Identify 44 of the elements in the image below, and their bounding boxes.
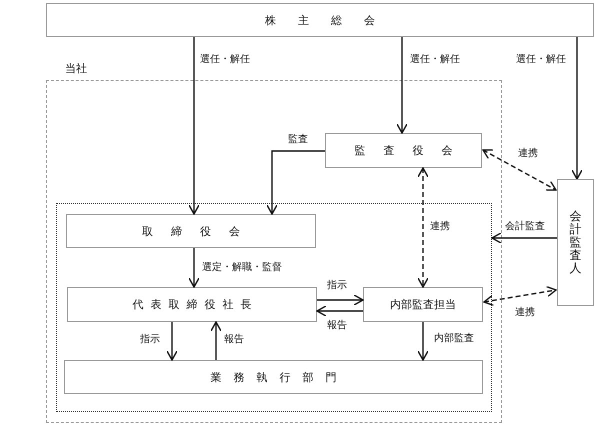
arrow bbox=[491, 232, 557, 244]
edge-label: 選定・解職・監督 bbox=[202, 262, 282, 274]
node-label: 業務執行部門 bbox=[210, 370, 348, 384]
meeting-box bbox=[46, 3, 594, 37]
group-heading: 当社 bbox=[65, 61, 87, 76]
arrow bbox=[316, 305, 363, 317]
dashed-arrow bbox=[483, 286, 557, 306]
node-label: 取締役会 bbox=[142, 224, 258, 238]
edge-label: 連携 bbox=[518, 148, 538, 160]
arrow bbox=[317, 294, 364, 306]
edge-label: 連携 bbox=[515, 307, 535, 319]
president-box bbox=[67, 287, 317, 322]
edge-label: 指示 bbox=[140, 334, 160, 346]
audit-box bbox=[363, 287, 483, 322]
management-boundary bbox=[56, 203, 492, 412]
arrow bbox=[396, 37, 408, 134]
arrow bbox=[166, 322, 178, 361]
edge-label: 報告 bbox=[327, 320, 347, 332]
department-box bbox=[64, 360, 483, 394]
board-box bbox=[325, 133, 482, 168]
dashed-arrow bbox=[417, 167, 429, 288]
node-label: 内部監査担当 bbox=[390, 297, 456, 312]
edge-label: 選任・解任 bbox=[410, 54, 460, 66]
node-label: 会計監査人 bbox=[570, 210, 582, 276]
edge-label: 監査 bbox=[288, 134, 308, 146]
edge-label: 指示 bbox=[327, 280, 347, 292]
auditor-box bbox=[557, 179, 594, 306]
arrow bbox=[188, 248, 200, 288]
edge-label: 選任・解任 bbox=[200, 54, 250, 66]
edge-label: 報告 bbox=[224, 334, 244, 346]
arrow bbox=[266, 150, 325, 215]
arrow bbox=[188, 37, 200, 215]
board-box bbox=[66, 214, 316, 248]
edge-label: 選任・解任 bbox=[516, 54, 566, 66]
node-label: 代表取締役社長 bbox=[132, 297, 258, 312]
arrow bbox=[571, 37, 583, 180]
edge-label: 会計監査 bbox=[505, 221, 545, 233]
arrow bbox=[210, 321, 222, 360]
arrow bbox=[417, 322, 429, 361]
dashed-arrow bbox=[482, 149, 557, 191]
node-label: 監査役会 bbox=[354, 143, 470, 158]
node-label: 株主総会 bbox=[265, 12, 397, 28]
edge-label: 連携 bbox=[430, 221, 450, 233]
edge-label: 内部監査 bbox=[434, 333, 474, 345]
